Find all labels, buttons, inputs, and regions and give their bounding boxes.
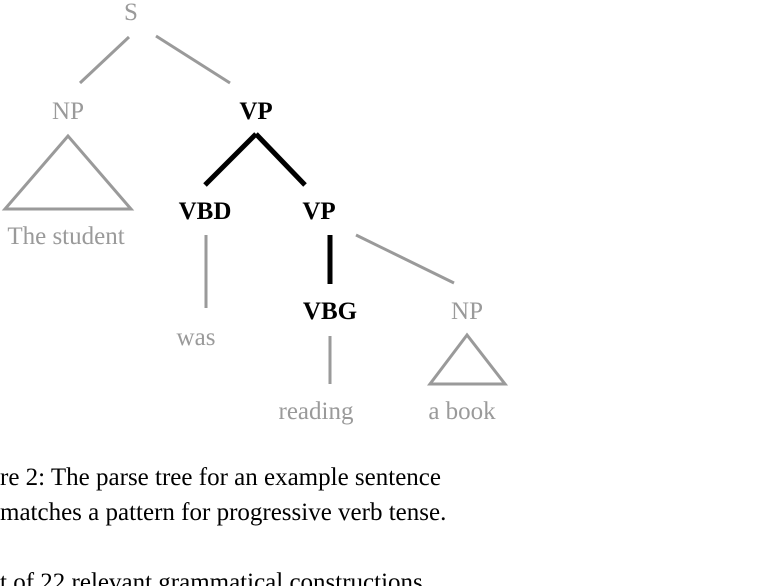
node-s: S: [124, 0, 138, 26]
np-object-triangle: [426, 332, 509, 386]
edge-vp-np: [355, 233, 455, 285]
node-vbd: VBD: [179, 198, 232, 225]
edge-s-np: [78, 35, 131, 85]
leaf-reading: reading: [279, 398, 354, 425]
body-text-fragment: t of 22 relevant grammatical constructio…: [0, 569, 423, 586]
edge-s-vp: [155, 34, 231, 85]
np-subject-triangle: [1, 133, 135, 211]
leaf-a-book: a book: [428, 398, 496, 425]
node-vbg: VBG: [303, 298, 357, 325]
leaf-the-student: The student: [7, 223, 124, 250]
figure-caption-line-2: matches a pattern for progressive verb t…: [0, 499, 446, 526]
node-np-object: NP: [451, 298, 483, 325]
edge-vp-vp: [254, 132, 307, 187]
node-vp-progressive: VP: [302, 198, 335, 225]
leaf-was: was: [177, 324, 216, 351]
figure-caption-line-1: re 2: The parse tree for an example sent…: [0, 464, 441, 491]
node-vp-main: VP: [239, 98, 272, 125]
node-np-subject: NP: [52, 98, 84, 125]
edge-vp-vbd: [203, 132, 258, 187]
